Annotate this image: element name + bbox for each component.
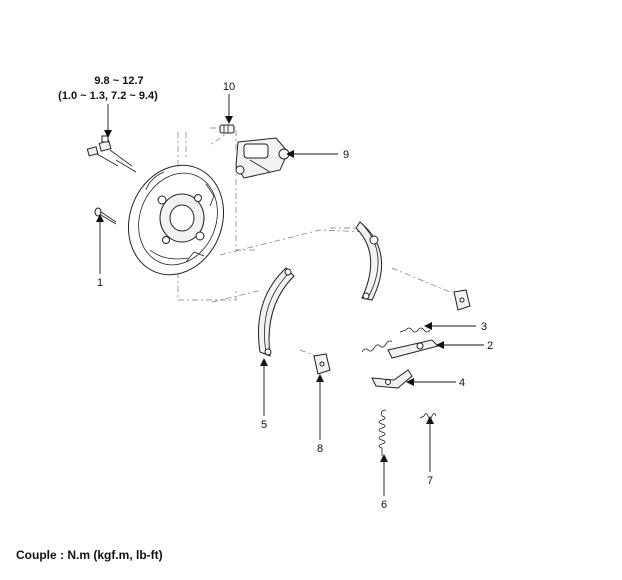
spring-3 [399, 327, 431, 333]
callout-2: 2 [487, 340, 493, 352]
torque-spec-line1: 9.8 ~ 12.7 [94, 75, 143, 87]
brake-shoe-left [257, 267, 295, 357]
wheel-cylinder [235, 137, 290, 179]
shoe-hold-down-clip-right [453, 289, 471, 311]
brake-shoe-right [355, 221, 383, 301]
callout-9: 9 [343, 149, 349, 161]
bleeder-bolt [86, 135, 137, 173]
callout-1: 1 [97, 277, 103, 289]
spring-7 [419, 413, 437, 419]
callout-5: 5 [261, 419, 267, 431]
lever-4 [371, 369, 413, 389]
callout-10: 10 [223, 81, 235, 93]
screw-part [94, 207, 117, 225]
backing-plate [127, 164, 225, 276]
shoe-hold-down-clip-left [313, 353, 331, 375]
spring-6 [378, 409, 387, 456]
callout-7: 7 [427, 475, 433, 487]
callout-3: 3 [481, 321, 487, 333]
torque-spec-line2: (1.0 ~ 1.3, 7.2 ~ 9.4) [58, 90, 158, 102]
units-footnote: Couple : N.m (kgf.m, lb-ft) [16, 548, 163, 562]
callout-6: 6 [381, 499, 387, 511]
callout-8: 8 [317, 443, 323, 455]
adjuster-lever [361, 339, 439, 359]
callout-4: 4 [459, 377, 465, 389]
bleeder-screw [219, 124, 235, 134]
assembly-guide-lines [177, 127, 451, 357]
leader-lines [96, 94, 484, 496]
